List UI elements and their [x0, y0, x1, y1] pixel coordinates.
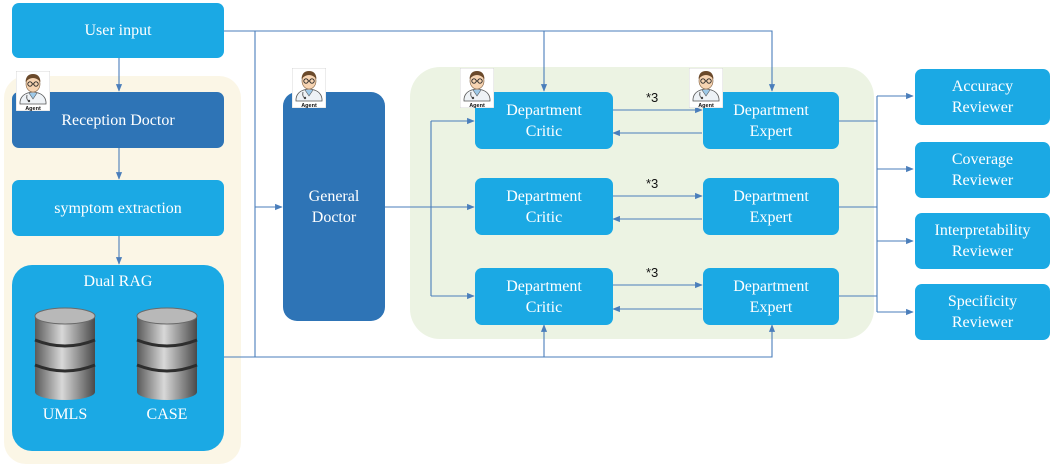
specificity-reviewer-box: Specificity Reviewer	[915, 284, 1050, 340]
reception-doctor-box: Reception Doctor	[12, 92, 224, 148]
department-critic-label: Department Critic	[506, 277, 582, 316]
umls-label: UMLS	[42, 406, 88, 423]
specificity-reviewer-label: Specificity Reviewer	[947, 293, 1018, 331]
accuracy-reviewer-box: Accuracy Reviewer	[915, 69, 1050, 125]
department-expert-label: Department Expert	[733, 187, 809, 226]
doctor-agent-icon: Agent	[292, 68, 326, 108]
svg-text:Agent: Agent	[301, 103, 317, 108]
coverage-reviewer-box: Coverage Reviewer	[915, 142, 1050, 198]
general-doctor-box: General Doctor	[283, 92, 385, 321]
department-expert-box: Department Expert	[703, 178, 839, 235]
iteration-count-label: *3	[646, 90, 659, 105]
symptom-extraction-label: symptom extraction	[54, 199, 182, 217]
symptom-extraction-box: symptom extraction	[12, 180, 224, 236]
department-expert-label: Department Expert	[733, 101, 809, 140]
interpretability-reviewer-box: Interpretability Reviewer	[915, 213, 1050, 269]
svg-text:Agent: Agent	[469, 103, 485, 108]
user-input-label: User input	[84, 22, 152, 39]
department-critic-label: Department Critic	[506, 187, 582, 226]
iteration-count-label: *3	[646, 265, 659, 280]
reception-doctor-label: Reception Doctor	[61, 111, 175, 129]
doctor-agent-icon: Agent	[460, 68, 494, 108]
department-critic-box: Department Critic	[475, 92, 613, 149]
department-critic-box: Department Critic	[475, 268, 613, 325]
interpretability-reviewer-label: Interpretability Reviewer	[934, 222, 1031, 260]
svg-text:Agent: Agent	[698, 103, 714, 108]
database-icon	[34, 307, 96, 400]
svg-text:Agent: Agent	[25, 106, 41, 111]
iteration-count-label: *3	[646, 176, 659, 191]
dual-rag-box: Dual RAG UMLS CASE	[12, 265, 224, 451]
department-critic-box: Department Critic	[475, 178, 613, 235]
department-expert-label: Department Expert	[733, 277, 809, 316]
doctor-agent-icon: Agent	[16, 71, 50, 111]
department-expert-box: Department Expert	[703, 92, 839, 149]
department-expert-box: Department Expert	[703, 268, 839, 325]
user-input-box: User input	[12, 3, 224, 58]
database-icon	[136, 307, 198, 400]
doctor-agent-icon: Agent	[689, 68, 723, 108]
dual-rag-label: Dual RAG	[83, 273, 153, 290]
general-doctor-label: General Doctor	[308, 187, 360, 226]
accuracy-reviewer-label: Accuracy Reviewer	[951, 78, 1014, 116]
coverage-reviewer-label: Coverage Reviewer	[951, 151, 1014, 189]
case-label: CASE	[146, 406, 188, 423]
department-critic-label: Department Critic	[506, 101, 582, 140]
